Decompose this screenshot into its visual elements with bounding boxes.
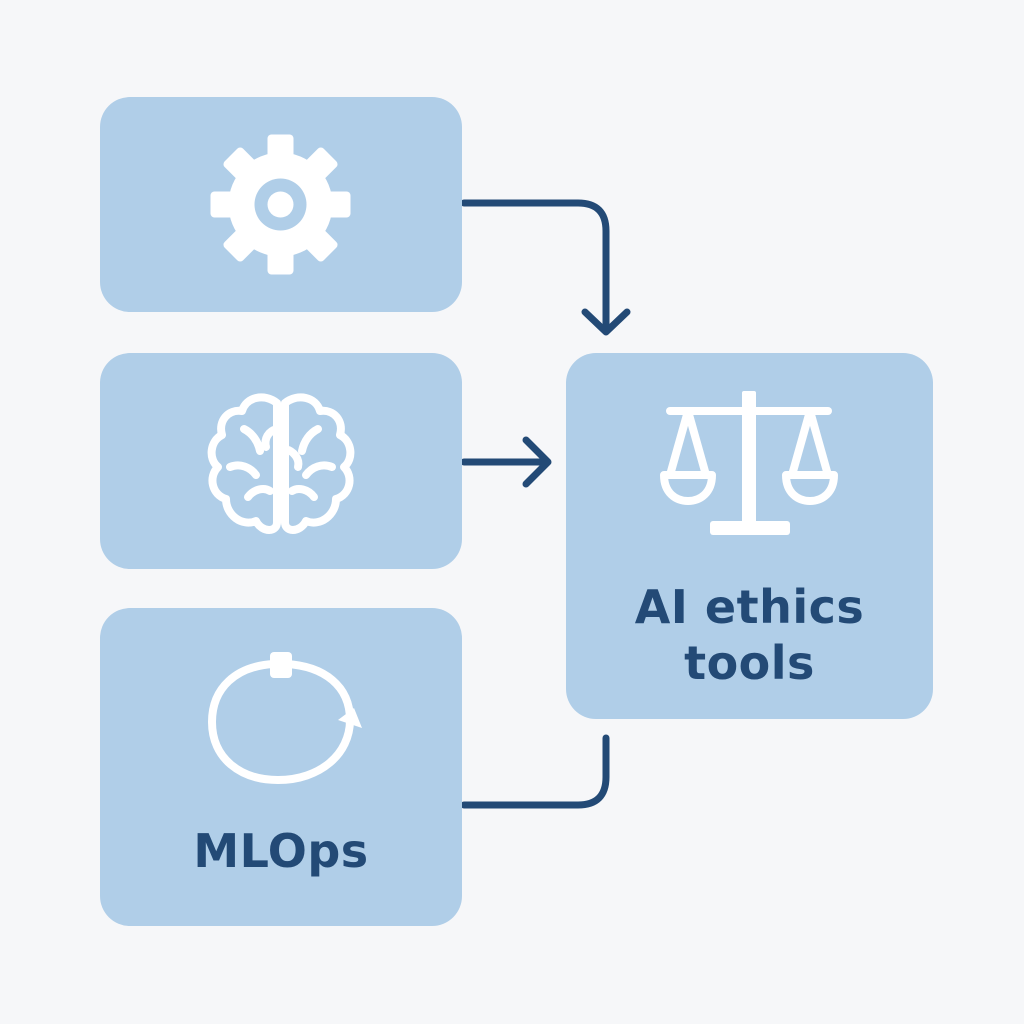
edge-brain-to-ethics-arrowhead bbox=[522, 436, 552, 488]
edge-mlops-to-ethics bbox=[460, 734, 610, 809]
cycle-arrow-icon bbox=[208, 652, 362, 784]
edge-gear-to-ethics bbox=[460, 199, 610, 334]
gear-node bbox=[100, 97, 462, 312]
mlops-node: MLOps bbox=[100, 608, 462, 926]
brain-icon bbox=[207, 393, 355, 534]
edge-gear-to-ethics-arrowhead bbox=[581, 308, 631, 336]
brain-node bbox=[100, 353, 462, 569]
scales-icon bbox=[660, 391, 838, 535]
ethics-label-line1: AI ethics bbox=[634, 580, 865, 634]
gear-icon bbox=[210, 134, 351, 275]
ethics-label-line2: tools bbox=[684, 636, 815, 690]
mlops-label: MLOps bbox=[193, 824, 369, 878]
ethics-label: AI ethics tools bbox=[566, 579, 933, 691]
ethics-node: AI ethics tools bbox=[566, 353, 933, 719]
